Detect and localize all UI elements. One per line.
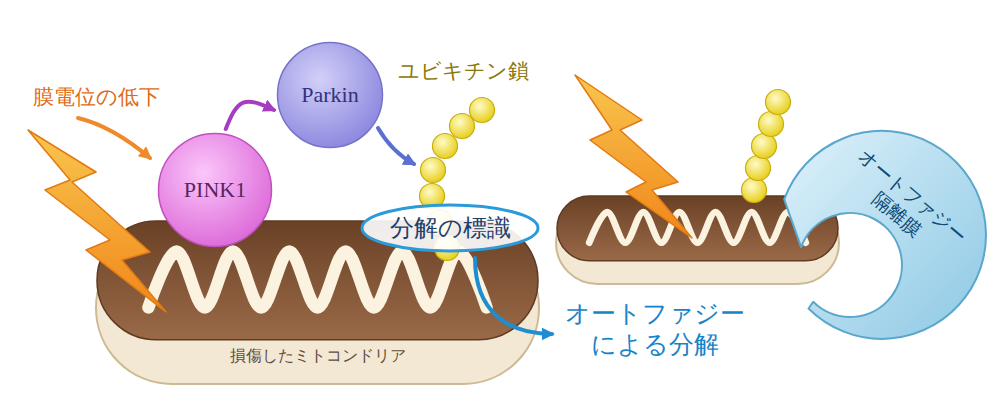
ubiquitin [470, 98, 495, 123]
ubiquitination-arrow [378, 128, 414, 164]
ubiquitin [766, 90, 791, 115]
isolation-membrane: オートファジー 隔離膜 [770, 85, 994, 347]
matrix [97, 221, 538, 340]
node-text: Parkin [301, 82, 358, 108]
node-text: 損傷したミトコンドリア [95, 346, 540, 367]
ubiquitin-chain [742, 90, 791, 203]
pink1-protein: PINK1 [157, 132, 273, 248]
ubiquitin [752, 134, 777, 159]
label-box: オートファジー による分解 [558, 298, 752, 361]
ubiquitin [759, 112, 784, 137]
ubiquitin [450, 114, 475, 139]
ubiquitin [433, 134, 458, 159]
marker-callout: 分解の標識 [360, 203, 540, 253]
ubiquitin [421, 158, 446, 183]
stimulus-label: 膜電位の低下 [33, 84, 160, 110]
chain-label: ユビキチン鎖 [398, 58, 529, 84]
callout-oval [362, 205, 538, 251]
label-box: ユビキチン鎖 [398, 58, 529, 84]
node-text: 分解の標識 [390, 212, 511, 244]
cristae [589, 212, 806, 243]
signal-arrow [78, 118, 150, 158]
process-label: オートファジー による分解 [558, 298, 752, 361]
label-box: 膜電位の低下 [33, 84, 160, 110]
lightning-bolt [575, 75, 692, 238]
protein-circle [159, 134, 272, 247]
ubiquitin [746, 156, 771, 181]
ubiquitin [742, 178, 767, 203]
connector-arrow [226, 102, 274, 129]
parkin-protein: Parkin [276, 41, 384, 149]
cristae [148, 251, 486, 307]
node-text: PINK1 [184, 177, 246, 203]
membrane-crescent [784, 131, 986, 339]
protein-circle [278, 43, 383, 148]
